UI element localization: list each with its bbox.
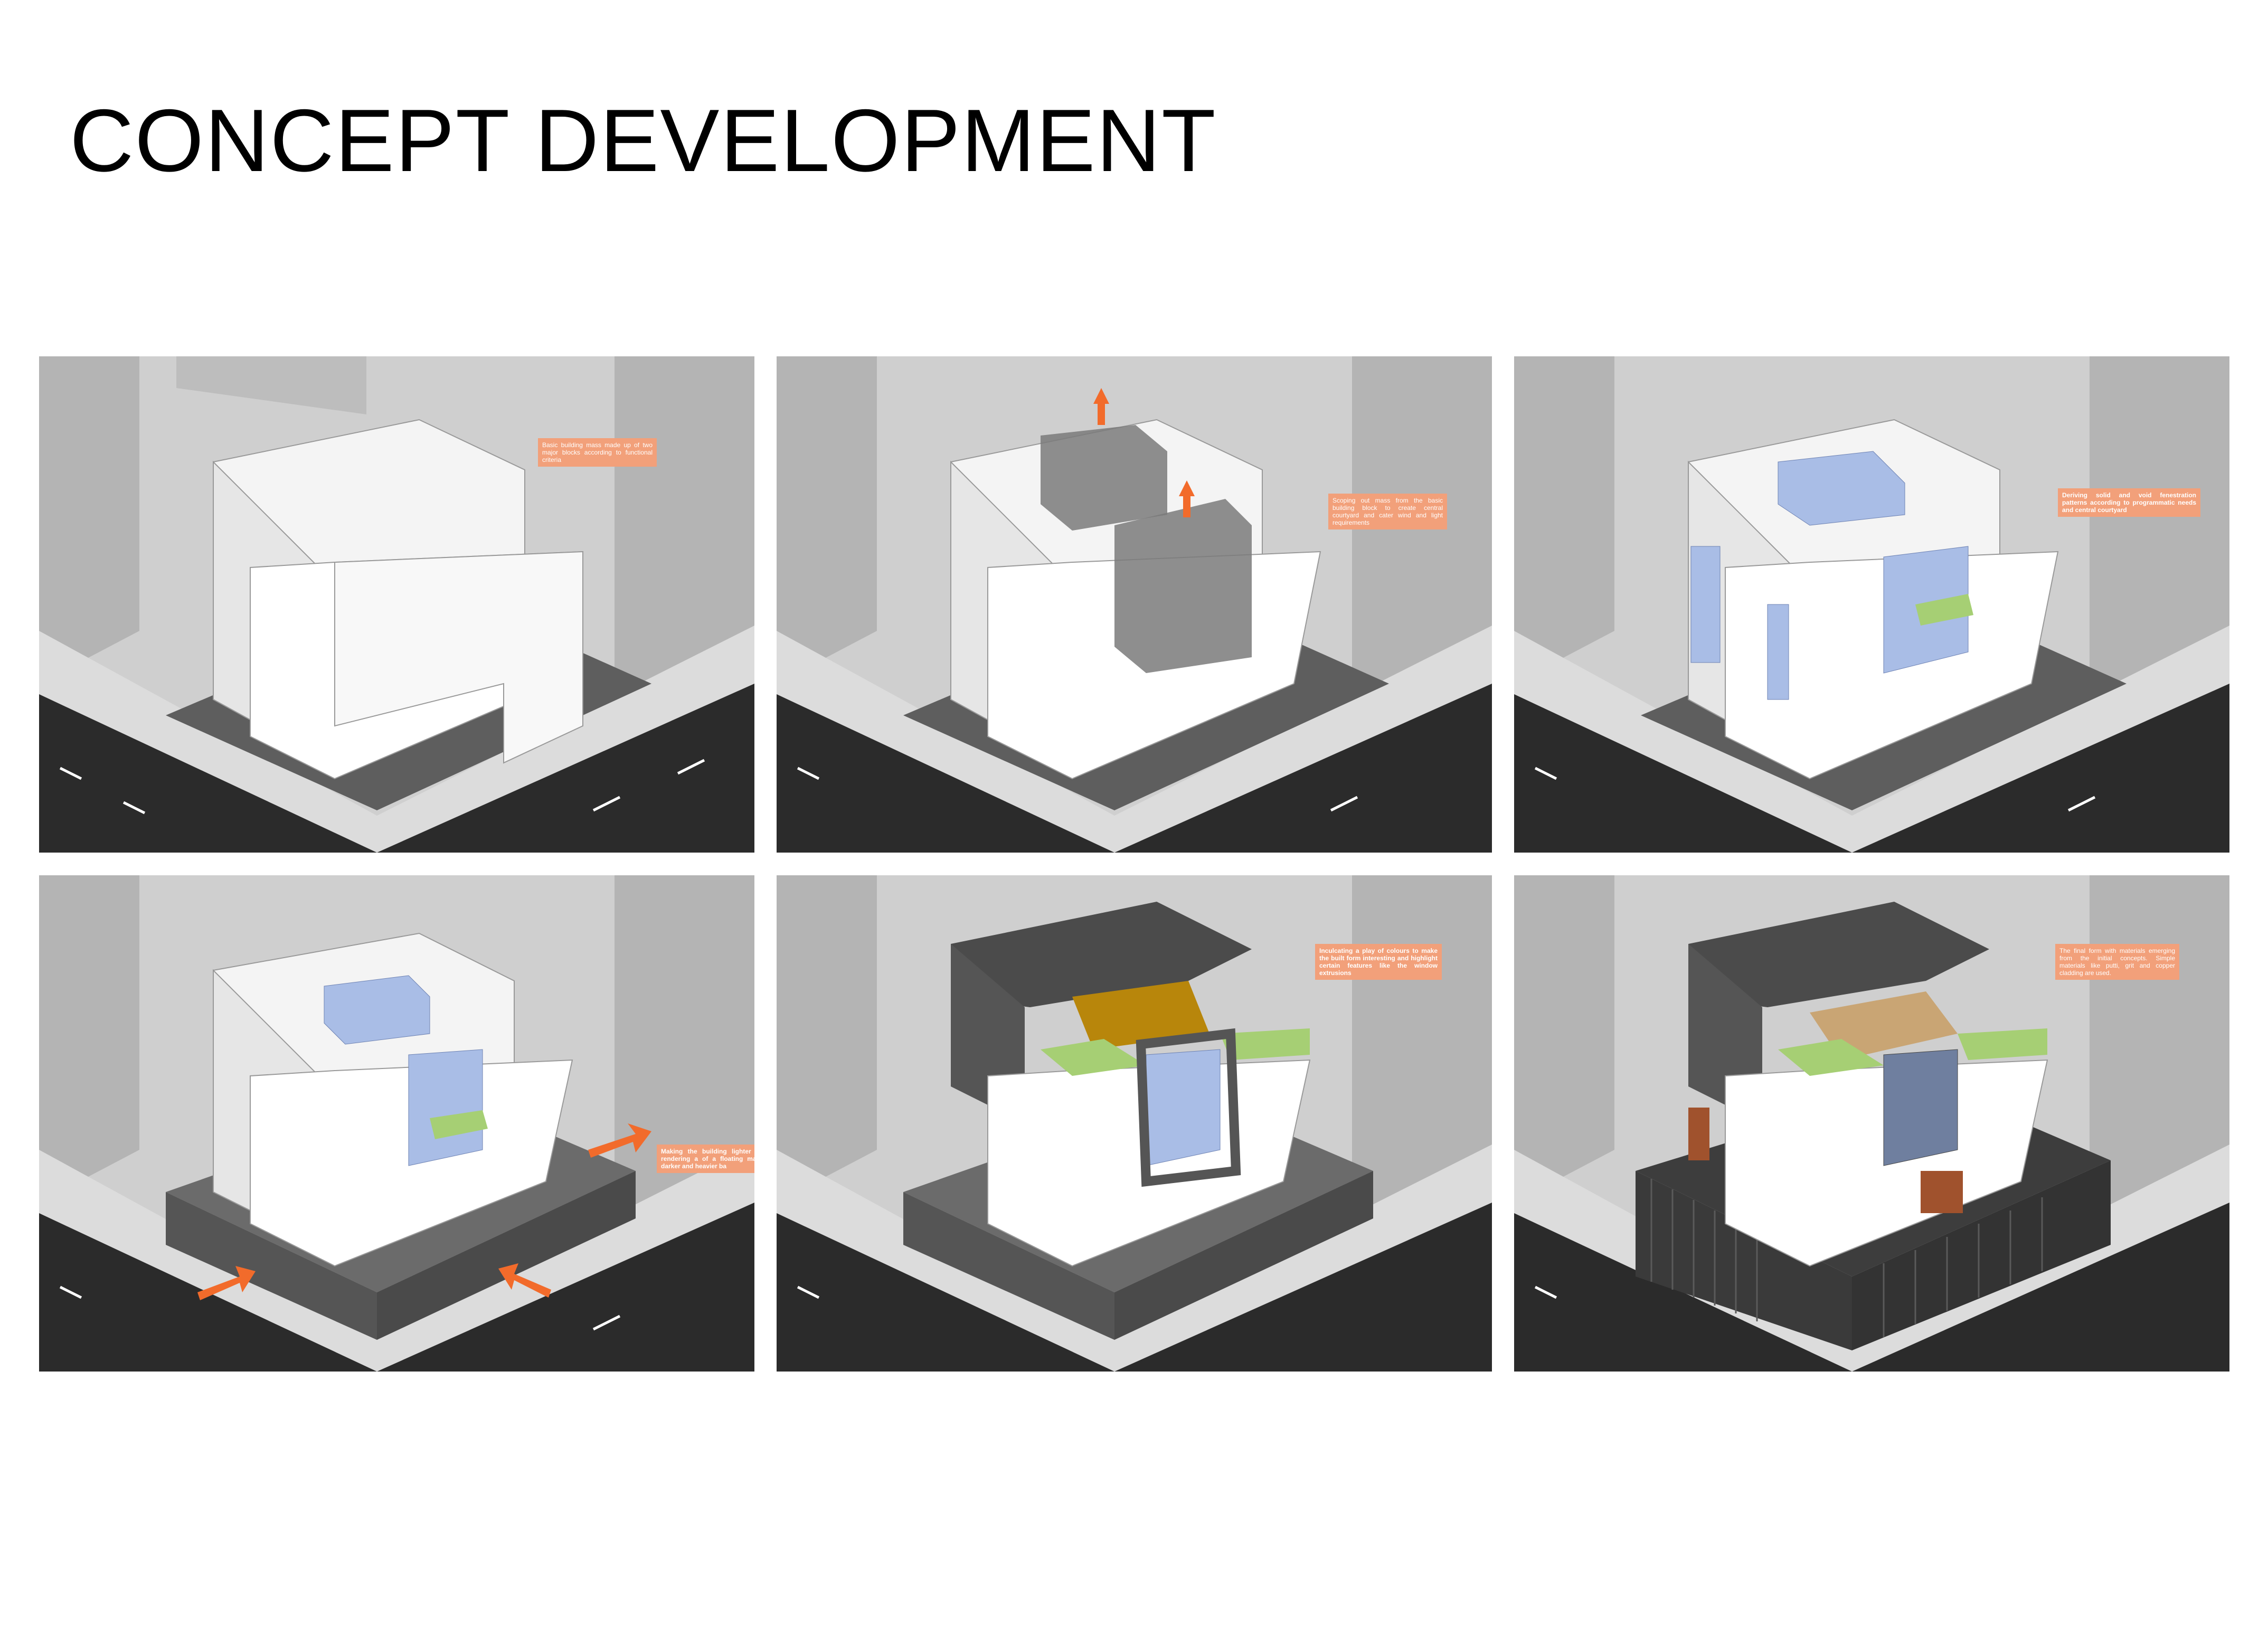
concept-diagram-2 <box>777 356 1492 853</box>
concept-annotation: Scoping out mass from the basic building… <box>1328 494 1447 529</box>
page-title: CONCEPT DEVELOPMENT <box>70 91 1217 190</box>
concept-panel-1: Basic building mass made up of two major… <box>39 356 754 853</box>
concept-diagram-4 <box>39 875 754 1372</box>
concept-annotation: Deriving solid and void fenestration pat… <box>2058 488 2200 517</box>
concept-annotation: Basic building mass made up of two major… <box>538 438 657 467</box>
concept-panel-6: The final form with materials emerging f… <box>1514 875 2229 1372</box>
concept-panel-2: Scoping out mass from the basic building… <box>777 356 1492 853</box>
concept-diagram-1 <box>39 356 754 853</box>
concept-panel-4: Making the building lighter by rendering… <box>39 875 754 1372</box>
concept-diagram-3 <box>1514 356 2229 853</box>
concept-annotation: Inculcating a play of colours to make th… <box>1315 944 1442 980</box>
concept-diagram-5 <box>777 875 1492 1372</box>
concept-annotation: The final form with materials emerging f… <box>2055 944 2179 980</box>
concept-panel-3: Deriving solid and void fenestration pat… <box>1514 356 2229 853</box>
concept-panel-5: Inculcating a play of colours to make th… <box>777 875 1492 1372</box>
concept-annotation: Making the building lighter by rendering… <box>657 1145 754 1173</box>
